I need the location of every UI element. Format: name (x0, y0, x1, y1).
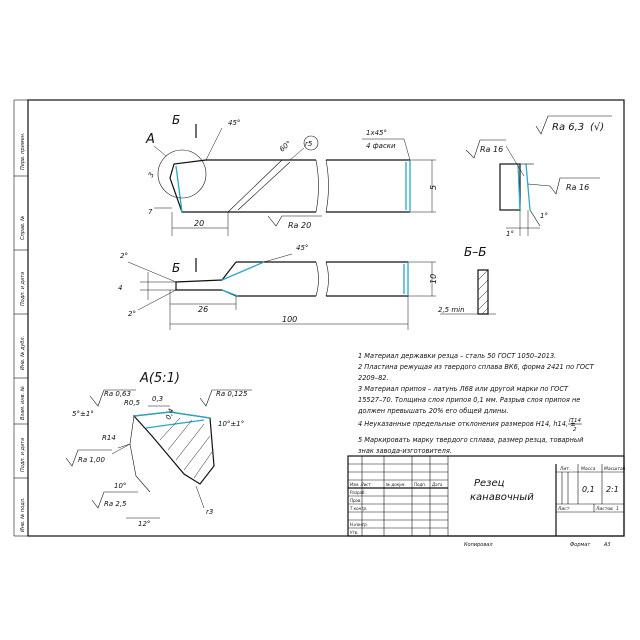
svg-text:26: 26 (198, 305, 208, 314)
svg-text:2: 2 (573, 427, 577, 433)
svg-text:Ra 16: Ra 16 (566, 183, 589, 192)
svg-text:4 фаски: 4 фаски (366, 142, 396, 150)
svg-text:Т.контр.: Т.контр. (350, 506, 367, 511)
svg-text:1 Материал державки резца – ст: 1 Материал державки резца – сталь 50 ГОС… (358, 352, 556, 360)
svg-text:4: 4 (118, 284, 122, 292)
svg-text:Резец: Резец (474, 478, 505, 489)
svg-text:Инв. № дубл.: Инв. № дубл. (20, 336, 26, 370)
copied-caption: Копировал (464, 542, 493, 548)
detail-a-circle (157, 149, 207, 199)
svg-text:R14: R14 (102, 434, 116, 442)
svg-text:Б–Б: Б–Б (464, 245, 486, 259)
svg-text:Ra 2,5: Ra 2,5 (104, 500, 127, 508)
svg-text:5°±1°: 5°±1° (72, 410, 94, 418)
svg-text:Подп. и дата: Подп. и дата (20, 272, 26, 306)
svg-text:10°±1°: 10°±1° (218, 420, 244, 428)
svg-text:Справ. №: Справ. № (20, 216, 26, 240)
format-value: А3 (603, 542, 611, 548)
svg-text:2,5 min: 2,5 min (438, 306, 465, 314)
svg-text:10: 10 (429, 274, 438, 284)
svg-text:60°: 60° (278, 139, 293, 153)
svg-text:45°: 45° (296, 244, 308, 252)
svg-text:0,1: 0,1 (582, 485, 595, 494)
svg-text:Лист: Лист (557, 506, 570, 512)
svg-text:Утв.: Утв. (350, 530, 358, 535)
svg-text:Н.контр.: Н.контр. (350, 522, 368, 527)
svg-text:Ra 0,125: Ra 0,125 (216, 390, 248, 398)
svg-text:Инв. № подл.: Инв. № подл. (20, 498, 26, 533)
drawing-frame (27, 99, 625, 537)
svg-text:r3: r3 (206, 508, 213, 516)
svg-text:IT14: IT14 (569, 418, 581, 424)
svg-text:Подп.: Подп. (414, 482, 426, 487)
svg-text:45°: 45° (228, 119, 240, 127)
svg-text:100: 100 (282, 315, 297, 324)
svg-text:0,3: 0,3 (152, 395, 163, 403)
svg-text:Масштаб: Масштаб (604, 466, 626, 472)
svg-text:2209–82.: 2209–82. (358, 374, 389, 382)
svg-text:2°: 2° (128, 310, 136, 318)
svg-text:10°: 10° (114, 482, 126, 490)
svg-text:Перв. примен.: Перв. примен. (20, 132, 26, 170)
svg-text:5: 5 (429, 185, 438, 190)
svg-text:А: А (145, 132, 155, 147)
svg-text:Листов: Листов (595, 506, 613, 512)
svg-text:20: 20 (194, 219, 204, 228)
svg-text:Пров.: Пров. (350, 498, 362, 503)
plan-view: Б 45° 2° 4 2° 26 100 10 (118, 244, 438, 330)
svg-text:Лит.: Лит. (559, 466, 570, 472)
svg-text:12°: 12° (138, 520, 150, 528)
svg-text:Ra 1,00: Ra 1,00 (78, 456, 106, 464)
detail-a: А(5:1) Ra 0,63 5°±1° R0,5 0,3 Ra 0,125 0… (65, 371, 252, 528)
svg-text:1: 1 (616, 506, 619, 512)
svg-text:7: 7 (148, 208, 153, 216)
svg-text:Б: Б (172, 261, 180, 275)
svg-text:r5: r5 (305, 140, 313, 148)
svg-text:Масса: Масса (581, 466, 596, 472)
svg-text:Ra 6,3: Ra 6,3 (552, 122, 584, 133)
svg-text:0,4: 0,4 (164, 407, 175, 420)
svg-text:2 Пластина режущая из твердого: 2 Пластина режущая из твердого сплава ВК… (358, 363, 595, 371)
svg-text:(√): (√) (590, 122, 604, 133)
technical-notes: 1 Материал державки резца – сталь 50 ГОС… (357, 352, 595, 455)
svg-text:Разраб.: Разраб. (350, 490, 366, 495)
svg-text:Б: Б (172, 113, 180, 127)
svg-text:Взам. инв. №: Взам. инв. № (20, 386, 26, 420)
svg-text:5 Маркировать марку твердого с: 5 Маркировать марку твердого сплава, раз… (358, 436, 584, 444)
svg-text:Ra 20: Ra 20 (288, 221, 311, 230)
svg-text:знак завода-изготовителя.: знак завода-изготовителя. (358, 447, 452, 455)
svg-text:R0,5: R0,5 (124, 399, 141, 407)
svg-text:3: 3 (147, 171, 156, 179)
svg-text:2°: 2° (120, 252, 128, 260)
format-caption: Формат (570, 542, 591, 548)
svg-text:1°: 1° (540, 212, 548, 220)
svg-text:Подп. и дата: Подп. и дата (20, 438, 26, 472)
svg-text:должен превышать 20% его общей: должен превышать 20% его общей длины. (357, 407, 509, 415)
section-bb: Б–Б 2,5 min (438, 245, 496, 315)
svg-text:Изм. Лист: Изм. Лист (350, 482, 371, 487)
side-stamp: Перв. примен. Справ. № Подп. и дата Инв.… (14, 132, 28, 532)
side-view: Ra 16 Ra 16 1° 1° (465, 139, 600, 238)
svg-text:канавочный: канавочный (470, 492, 534, 503)
svg-text:3 Материал припоя – латунь Л68: 3 Материал припоя – латунь Л68 или друго… (358, 385, 569, 393)
svg-text:2:1: 2:1 (606, 485, 619, 494)
svg-text:4 Неуказанные предельные откло: 4 Неуказанные предельные отклонения разм… (358, 420, 576, 428)
svg-text:Ra 16: Ra 16 (480, 145, 503, 154)
general-roughness-symbol: Ra 6,3 (√) (535, 115, 612, 135)
svg-text:1х45°: 1х45° (366, 129, 387, 137)
svg-text:Дата: Дата (431, 482, 443, 487)
svg-text:№ докум.: № докум. (385, 482, 406, 487)
svg-text:Ra 0,63: Ra 0,63 (104, 390, 131, 398)
svg-text:А(5:1): А(5:1) (139, 371, 180, 386)
svg-text:15527–70. Толщина слоя припоя: 15527–70. Толщина слоя припоя 0,1 мм. Ра… (358, 396, 580, 404)
main-view-top: Б А 45° 60° r5 1х45° 4 фаски 7 20 3 Ra 2… (145, 113, 438, 236)
svg-text:1°: 1° (506, 230, 514, 238)
title-block: Изм. Лист № докум. Подп. Дата Разраб. Пр… (347, 455, 626, 537)
